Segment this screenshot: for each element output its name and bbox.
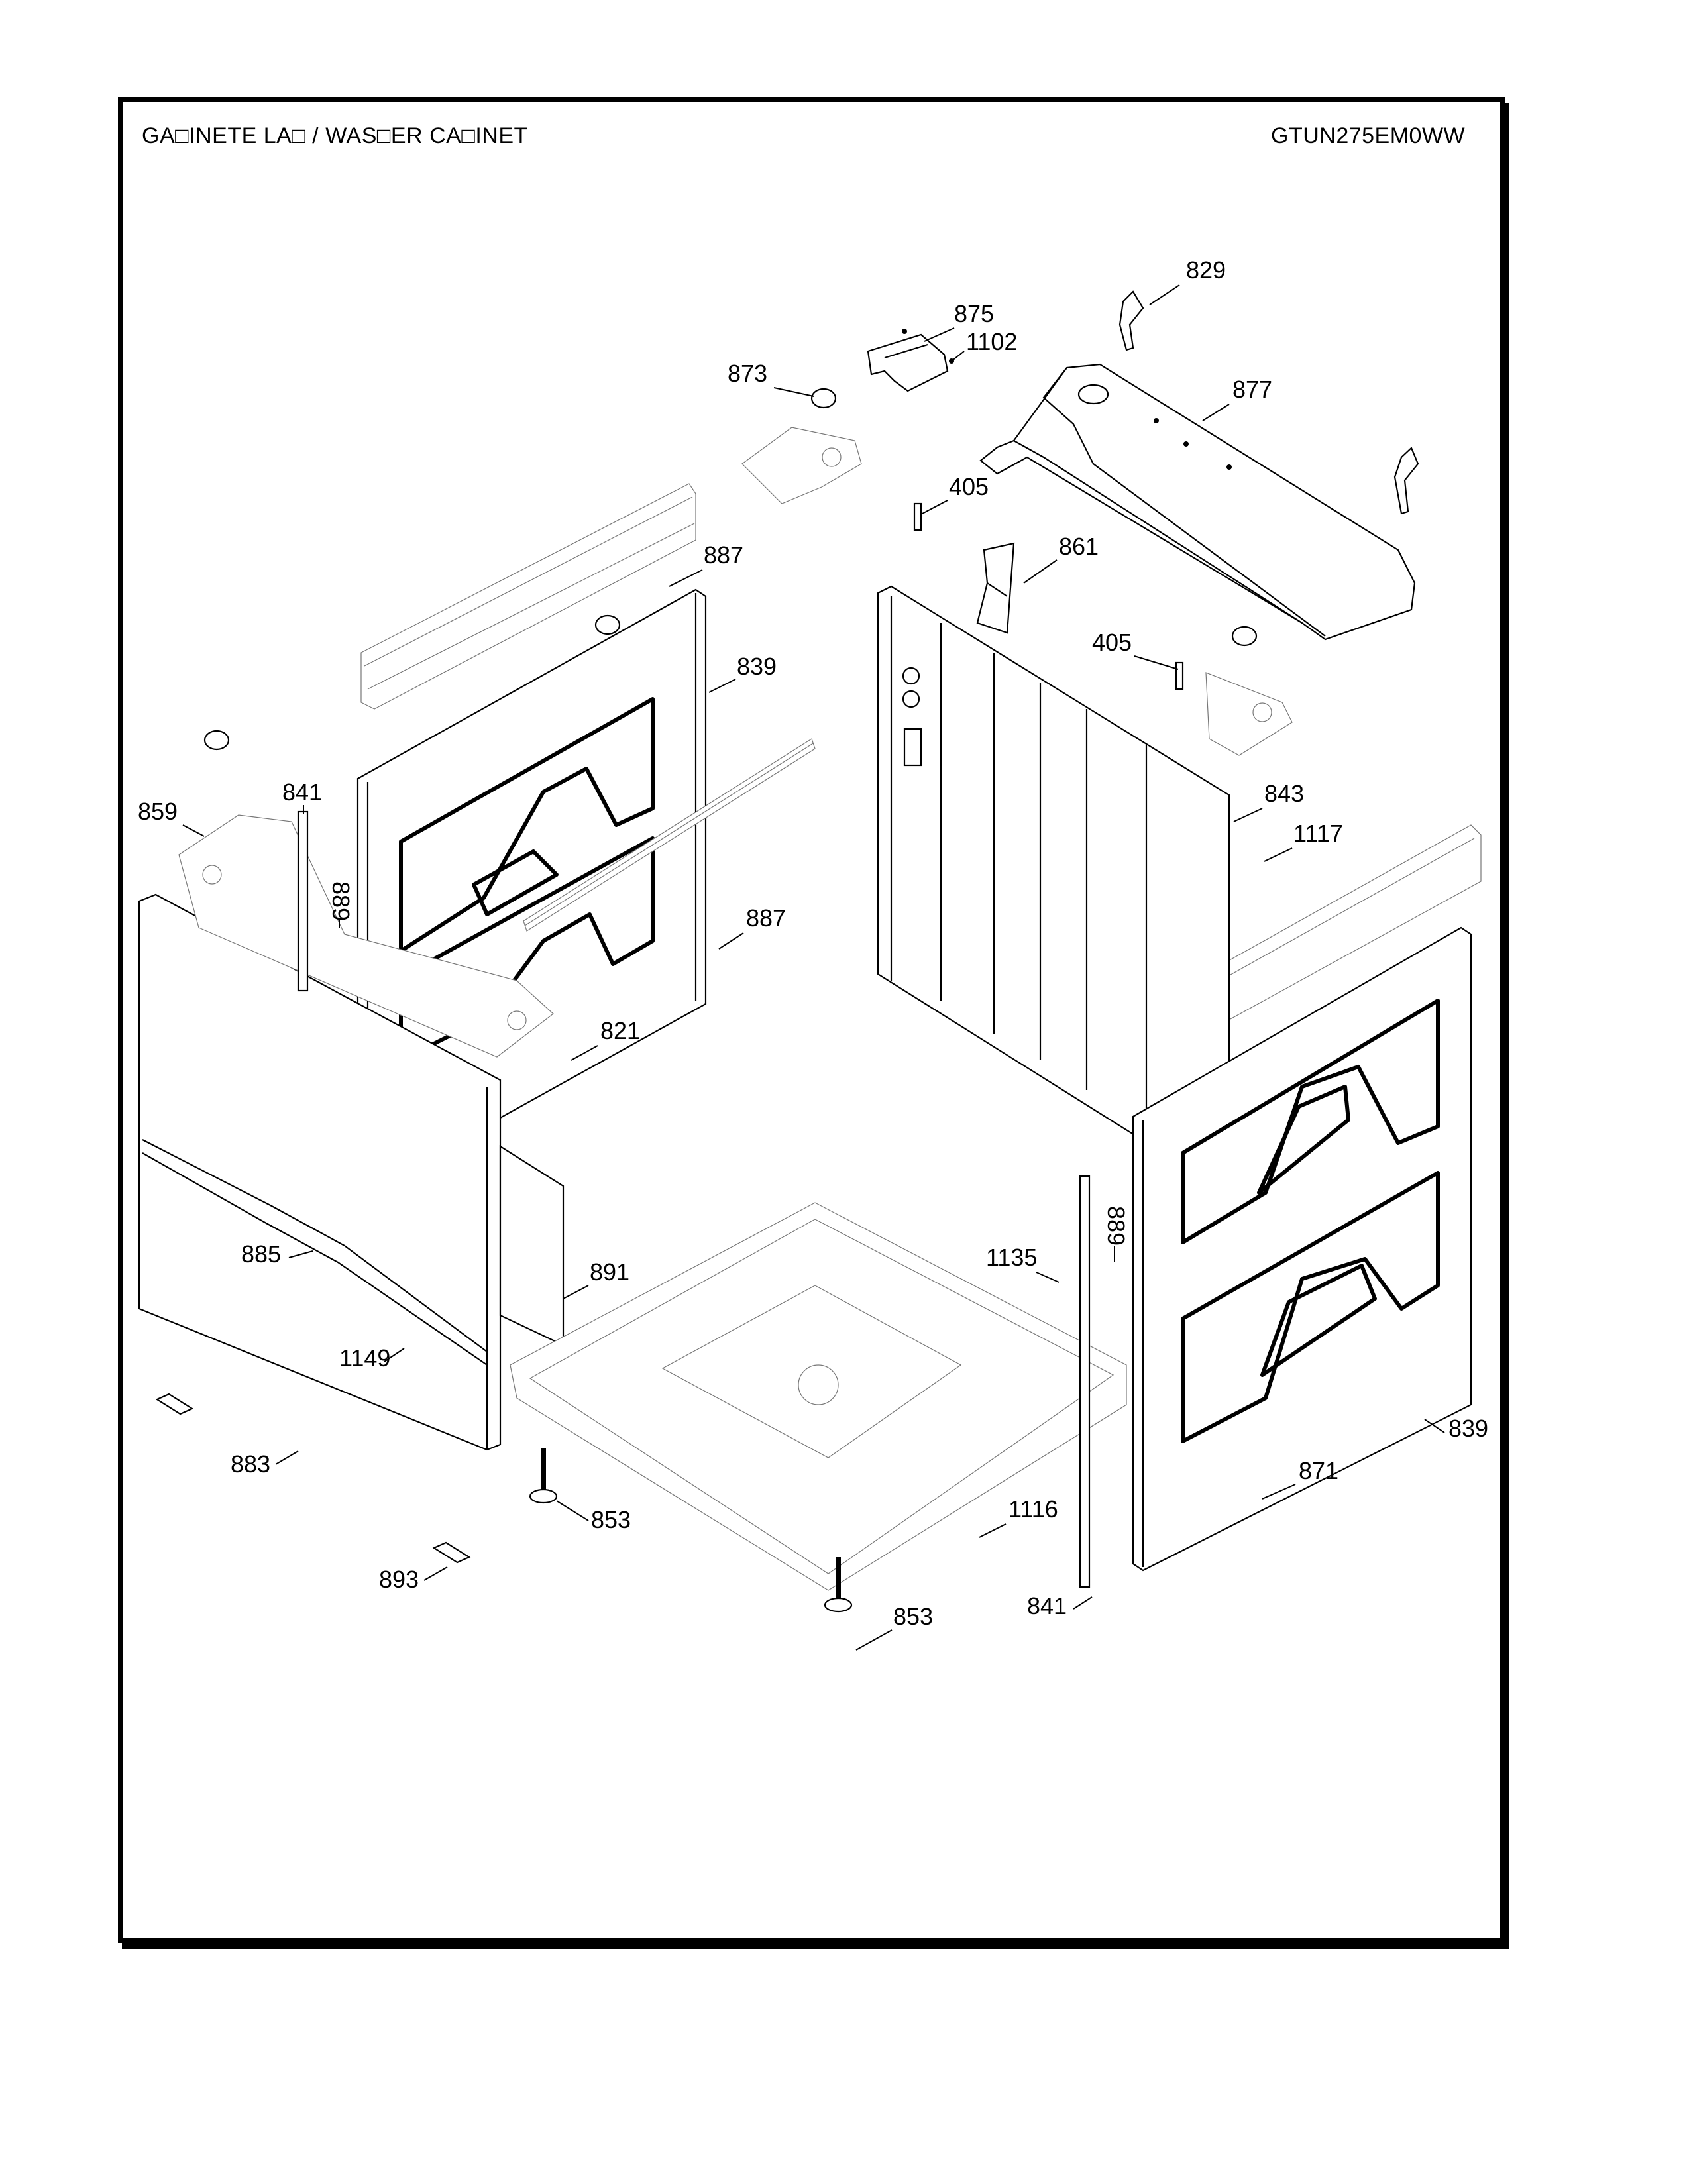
foot-cover-893: [155, 1393, 471, 1564]
callout-label-405[interactable]: 405: [949, 473, 989, 500]
callout-leader-859: [182, 824, 205, 837]
callout-label-887[interactable]: 887: [746, 904, 786, 932]
callout-label-853[interactable]: 853: [591, 1506, 631, 1533]
pad-891: [499, 1145, 565, 1346]
duct-861: [976, 542, 1015, 634]
bracket-875: [867, 329, 954, 392]
callout-leader-883: [275, 1450, 299, 1465]
callout-leader-1149: [384, 1348, 405, 1362]
callout-leader-841: [1073, 1596, 1093, 1610]
callout-label-839[interactable]: 839: [1448, 1415, 1488, 1442]
callout-leader-871: [1262, 1484, 1296, 1500]
callout-label-839[interactable]: 839: [737, 653, 777, 680]
side-panel-right-839: [1132, 926, 1472, 1572]
callout-leader-873: [773, 387, 814, 397]
callout-label-841[interactable]: 841: [282, 779, 322, 806]
callout-leader-839: [708, 679, 736, 693]
callout-label-893[interactable]: 893: [379, 1566, 419, 1593]
callout-label-1117[interactable]: 1117: [1293, 820, 1343, 847]
callout-leader-853: [556, 1500, 589, 1521]
callout-leader-1135: [1036, 1272, 1060, 1283]
base-pan: [510, 1202, 1127, 1591]
callout-label-889[interactable]: 889: [1103, 1206, 1130, 1246]
callout-leader-821: [571, 1045, 598, 1061]
leveling-leg-853: [529, 1448, 853, 1613]
top-rail-left: [360, 483, 696, 710]
callout-label-841[interactable]: 841: [1027, 1592, 1067, 1619]
callout-leader-887: [718, 932, 744, 950]
callout-label-887[interactable]: 887: [704, 541, 743, 569]
callout-label-829[interactable]: 829: [1186, 256, 1226, 284]
callout-label-875[interactable]: 875: [954, 300, 994, 327]
callout-label-883[interactable]: 883: [231, 1450, 270, 1478]
callout-leader-405: [922, 500, 948, 514]
top-cover-877: [979, 363, 1416, 641]
callout-label-891[interactable]: 891: [590, 1258, 629, 1285]
callout-leader-875: [924, 327, 955, 342]
callout-label-877[interactable]: 877: [1232, 376, 1272, 403]
callout-leader-861: [1023, 559, 1058, 584]
callout-label-889[interactable]: 889: [327, 881, 354, 921]
callout-leader-877: [1202, 404, 1230, 421]
callout-label-1135[interactable]: 1135: [986, 1244, 1037, 1271]
callout-leader-829: [1149, 284, 1180, 305]
diagonal-bar-left: [523, 738, 816, 932]
callout-label-853[interactable]: 853: [893, 1603, 933, 1630]
diagram-title: GA□INETE LA□ / WAS□ER CA□INET: [142, 123, 528, 148]
callout-leader-405: [1134, 655, 1179, 670]
callout-label-843[interactable]: 843: [1264, 780, 1304, 807]
callout-label-861[interactable]: 861: [1059, 533, 1099, 560]
front-panel-883: [138, 893, 502, 1451]
callout-label-873[interactable]: 873: [728, 360, 767, 387]
callout-leader-887: [669, 569, 703, 587]
callout-label-871[interactable]: 871: [1299, 1457, 1338, 1484]
callout-label-405[interactable]: 405: [1092, 629, 1132, 656]
callout-leader-1102: [951, 351, 965, 362]
callout-leader-853: [855, 1629, 893, 1651]
corner-bracket-top: [741, 427, 1293, 756]
callout-leader-1116: [979, 1523, 1007, 1538]
model-number: GTUN275EM0WW: [1271, 123, 1466, 148]
grommet-873: [203, 388, 1258, 751]
callout-label-821[interactable]: 821: [600, 1017, 640, 1044]
corner-rail-841: [297, 810, 1091, 1588]
bracket-829: [1118, 290, 1419, 515]
callout-label-885[interactable]: 885: [241, 1240, 281, 1268]
callout-leader-843: [1233, 808, 1263, 822]
callout-leader-1117: [1264, 847, 1293, 862]
callout-leader-891: [563, 1285, 589, 1299]
callout-leader-893: [423, 1566, 448, 1581]
clip-405: [913, 502, 1184, 690]
callout-label-1149[interactable]: 1149: [339, 1344, 390, 1372]
callout-label-1102[interactable]: 1102: [966, 328, 1017, 355]
callout-label-859[interactable]: 859: [138, 798, 178, 825]
callout-label-1116[interactable]: 1116: [1008, 1496, 1058, 1523]
callout-leader-839: [1424, 1419, 1445, 1433]
callout-leader-885: [288, 1250, 313, 1258]
